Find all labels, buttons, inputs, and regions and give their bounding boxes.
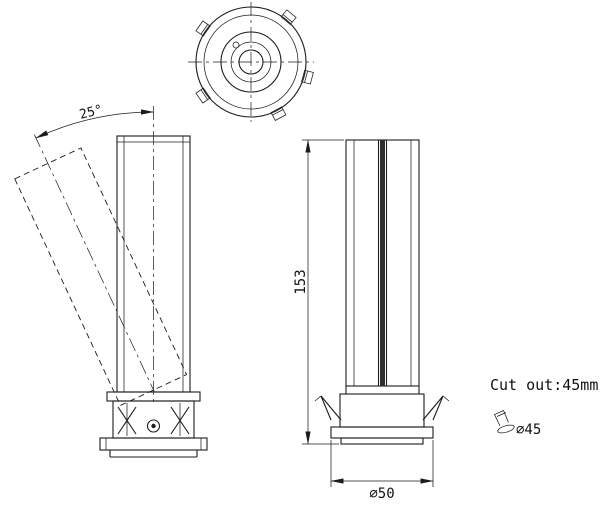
top-view (188, 2, 314, 122)
side-view-tilt: 25° (14, 102, 208, 458)
bezel-tab (280, 9, 297, 26)
height-dimension-label: 153 (293, 269, 309, 294)
side-view-base (99, 391, 208, 458)
tilt-angle-label: 25° (78, 102, 104, 122)
bezel-tab (195, 20, 211, 37)
cutout-annotation: Cut out:45mm ⌀45 (490, 376, 598, 438)
dimension-height: 153 (293, 139, 344, 445)
cutout-diameter-label: ⌀45 (516, 422, 541, 438)
bezel-tab (270, 106, 287, 121)
cutout-icon (493, 410, 515, 434)
cutout-note: Cut out:45mm (490, 376, 598, 394)
tilted-body-outline (14, 134, 188, 407)
dimension-base-diameter: ⌀50 (330, 440, 434, 502)
front-view (314, 139, 450, 445)
base-diameter-label: ⌀50 (369, 486, 394, 502)
front-view-base (314, 386, 450, 445)
screw-detail (232, 41, 240, 49)
bezel-tab (301, 69, 314, 85)
bezel-tab (195, 87, 211, 104)
